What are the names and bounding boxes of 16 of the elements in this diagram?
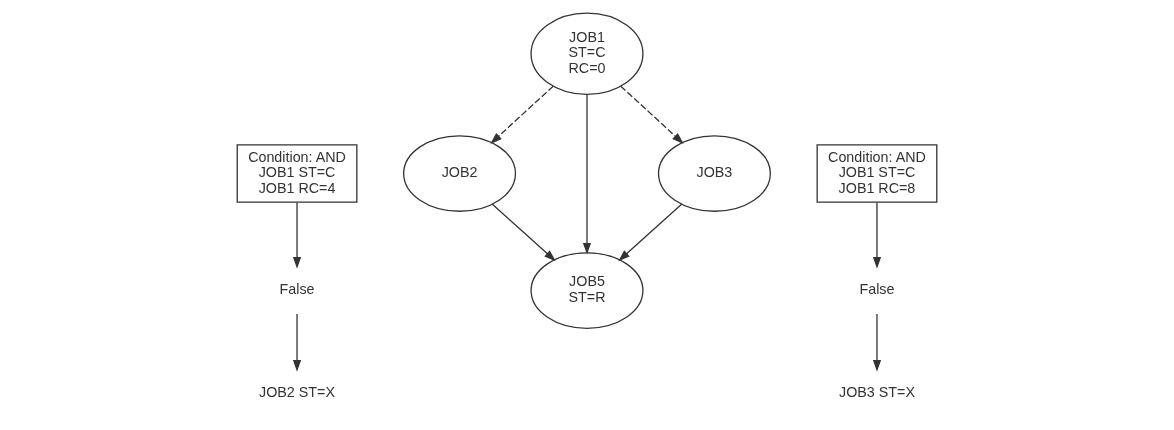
- node-box: Condition: AND JOB1 ST=C JOB1 RC=8: [816, 144, 938, 203]
- node-text: False: [279, 281, 315, 298]
- node-text: JOB2 ST=X: [259, 383, 335, 400]
- arrow: [490, 85, 554, 144]
- arrow: [292, 313, 302, 372]
- arrow: [872, 313, 882, 372]
- arrow: [620, 85, 684, 144]
- arrow: [618, 203, 683, 262]
- arrow: [292, 201, 302, 269]
- arrow: [872, 201, 882, 269]
- node-box: Condition: AND JOB1 ST=C JOB1 RC=4: [236, 144, 358, 203]
- node-text: JOB3 ST=X: [839, 383, 915, 400]
- node-ellipse: JOB1 ST=C RC=0: [530, 12, 644, 96]
- arrow: [582, 93, 592, 255]
- arrow: [491, 203, 556, 262]
- node-text: False: [859, 281, 895, 298]
